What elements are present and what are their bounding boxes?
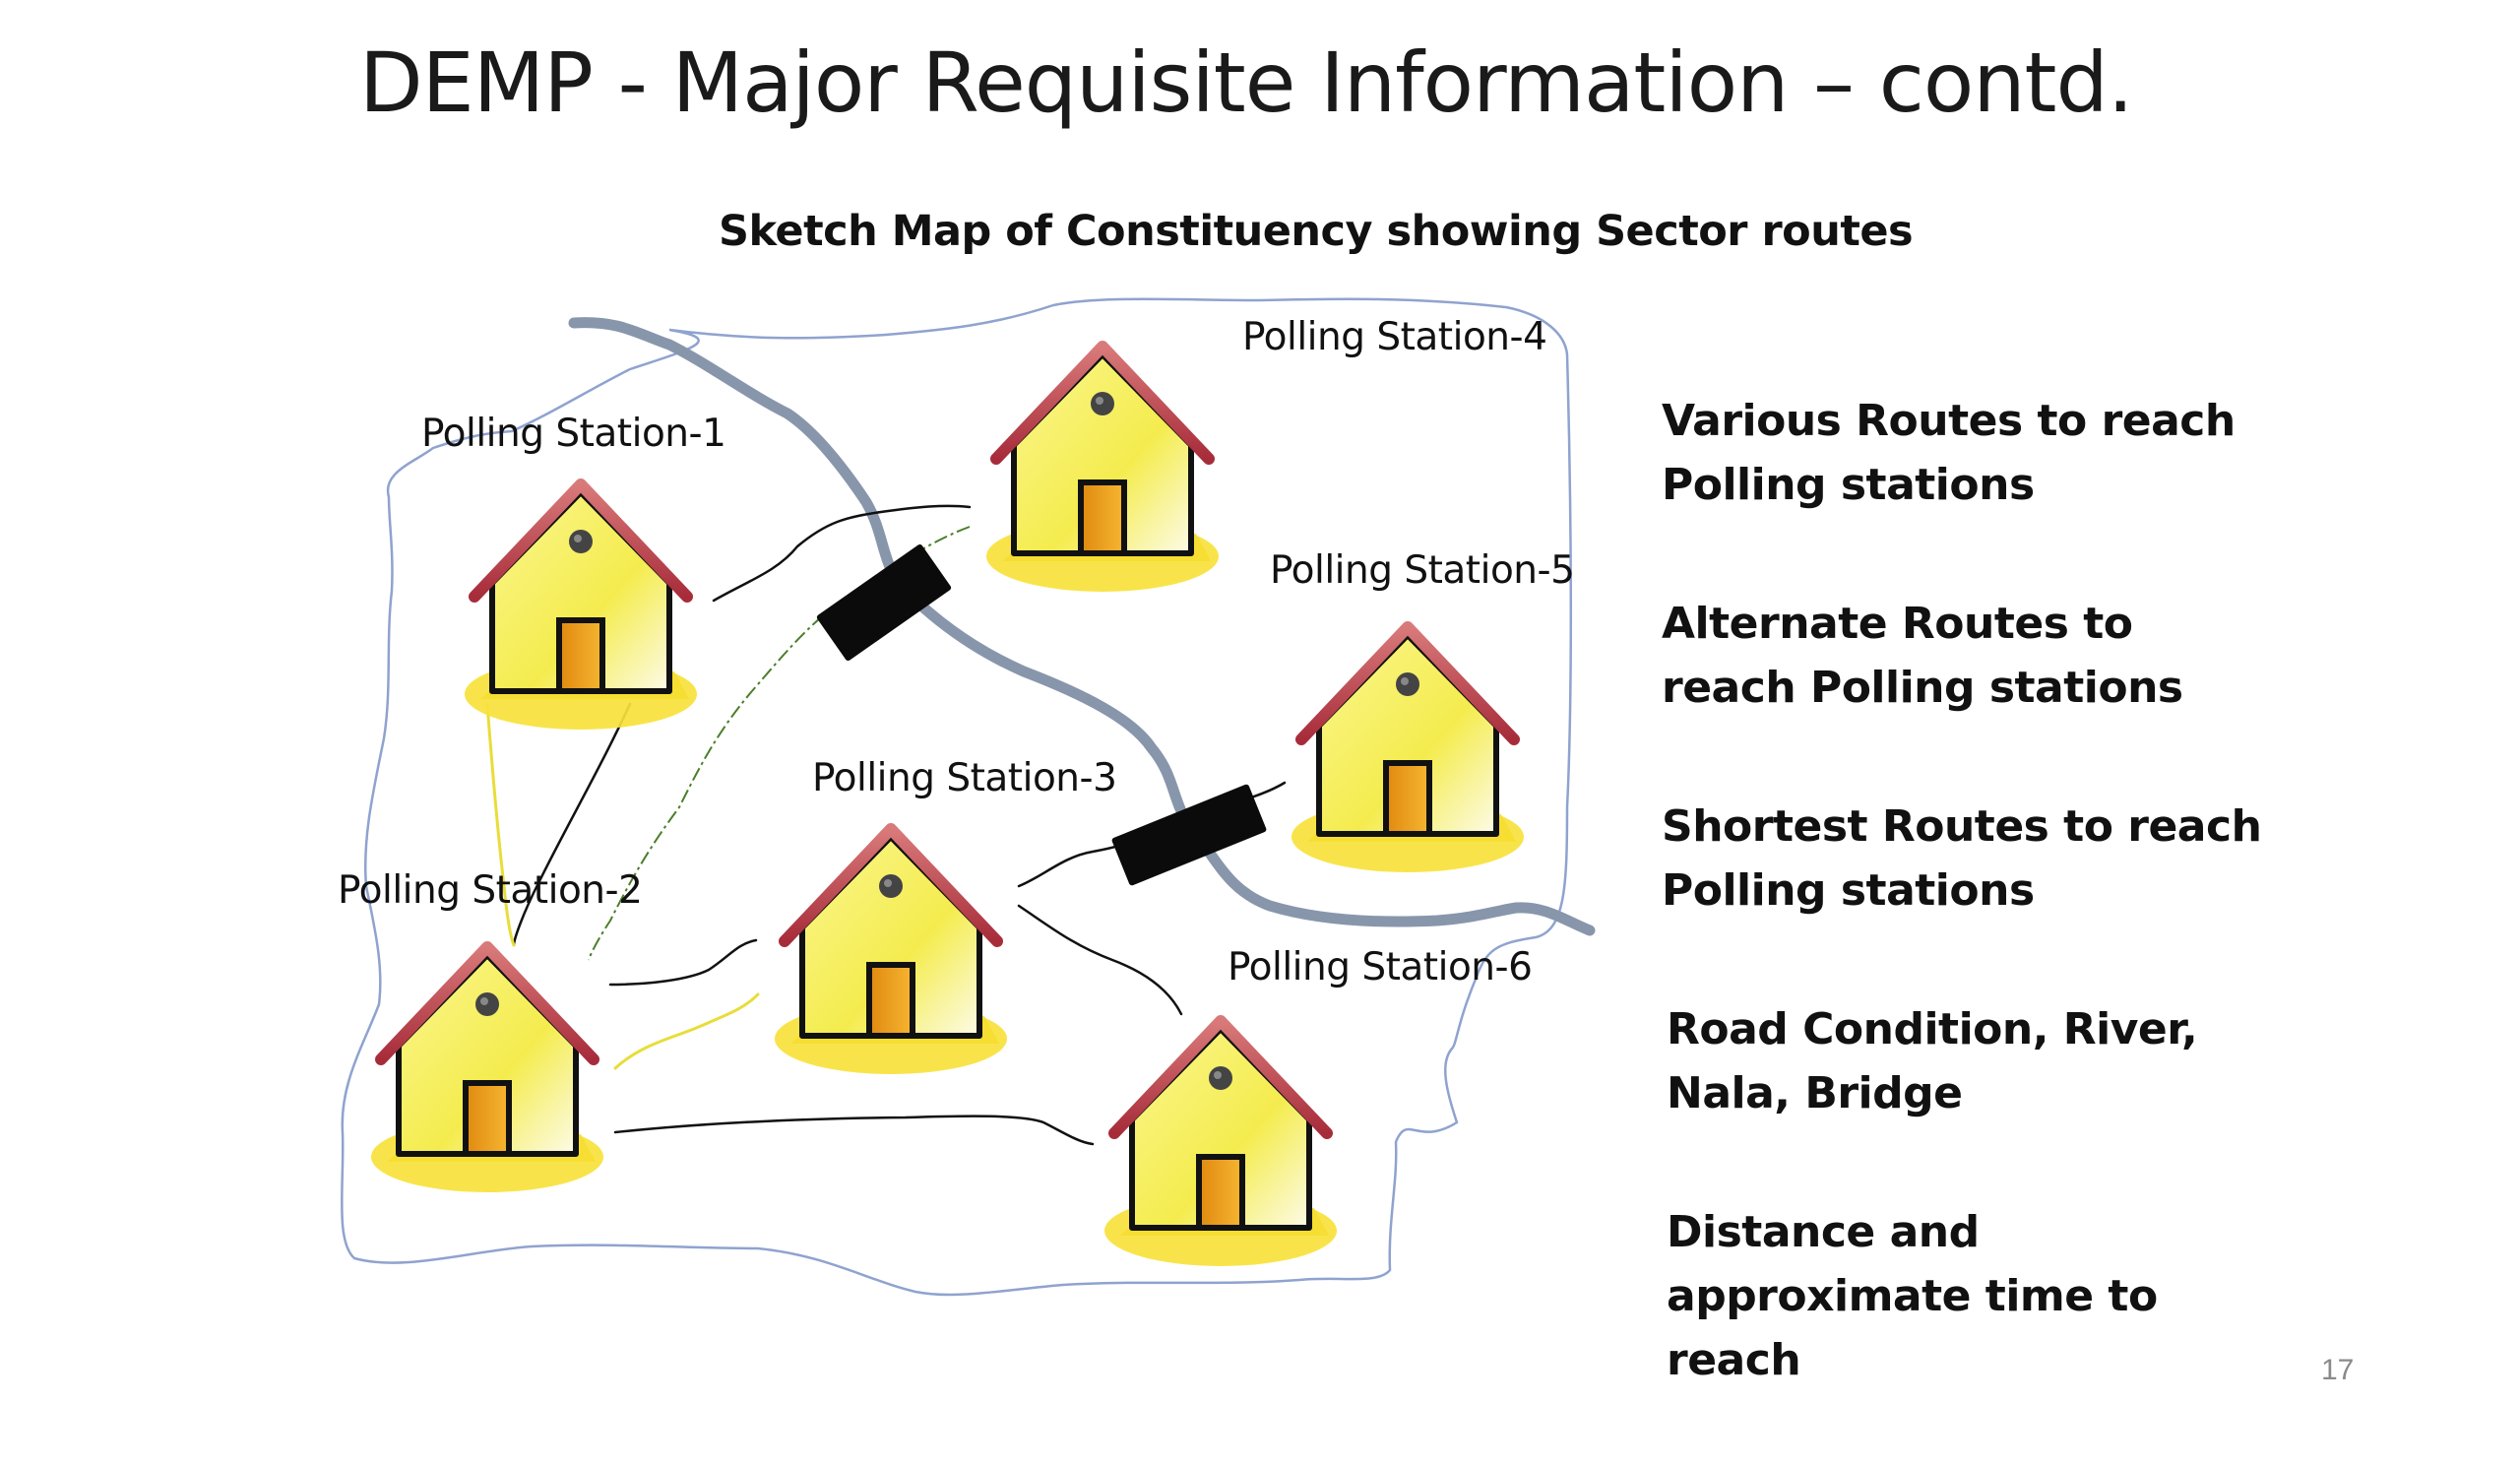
house-icon — [465, 484, 697, 730]
route-2-6 — [613, 1115, 1095, 1146]
bridges — [816, 543, 1267, 886]
bridge-icon — [816, 543, 952, 662]
river — [568, 317, 1596, 936]
station-label-2: Polling Station-2 — [338, 868, 643, 913]
shortest-routes — [485, 702, 760, 1070]
shortest-2-3 — [613, 992, 760, 1070]
sketch-map — [341, 297, 1596, 1297]
station-label-6: Polling Station-6 — [1228, 945, 1533, 989]
station-label-4: Polling Station-4 — [1242, 315, 1547, 359]
constituency-boundary — [341, 297, 1573, 1297]
page-number: 17 — [2321, 1354, 2355, 1386]
house-icon — [371, 947, 603, 1192]
house-icon — [775, 829, 1007, 1074]
info-item-road-condition: Road Condition, River,Nala, Bridge — [1667, 1004, 2198, 1118]
shortest-1-2 — [485, 702, 516, 947]
route-2-3 — [608, 938, 758, 987]
route-1-2 — [512, 702, 632, 947]
route-3-6 — [1017, 904, 1183, 1016]
station-label-5: Polling Station-5 — [1270, 548, 1575, 593]
station-label-1: Polling Station-1 — [421, 412, 726, 456]
map-subtitle: Sketch Map of Constituency showing Secto… — [719, 207, 1914, 256]
house-icon — [986, 347, 1219, 592]
house-icon — [1292, 627, 1524, 872]
slide-title: DEMP - Major Requisite Information – con… — [359, 34, 2134, 131]
station-label-3: Polling Station-3 — [812, 756, 1117, 800]
house-icon — [1104, 1021, 1337, 1266]
bridge-icon — [1111, 784, 1267, 886]
route-1-4 — [712, 504, 972, 603]
polling-stations — [371, 347, 1524, 1266]
